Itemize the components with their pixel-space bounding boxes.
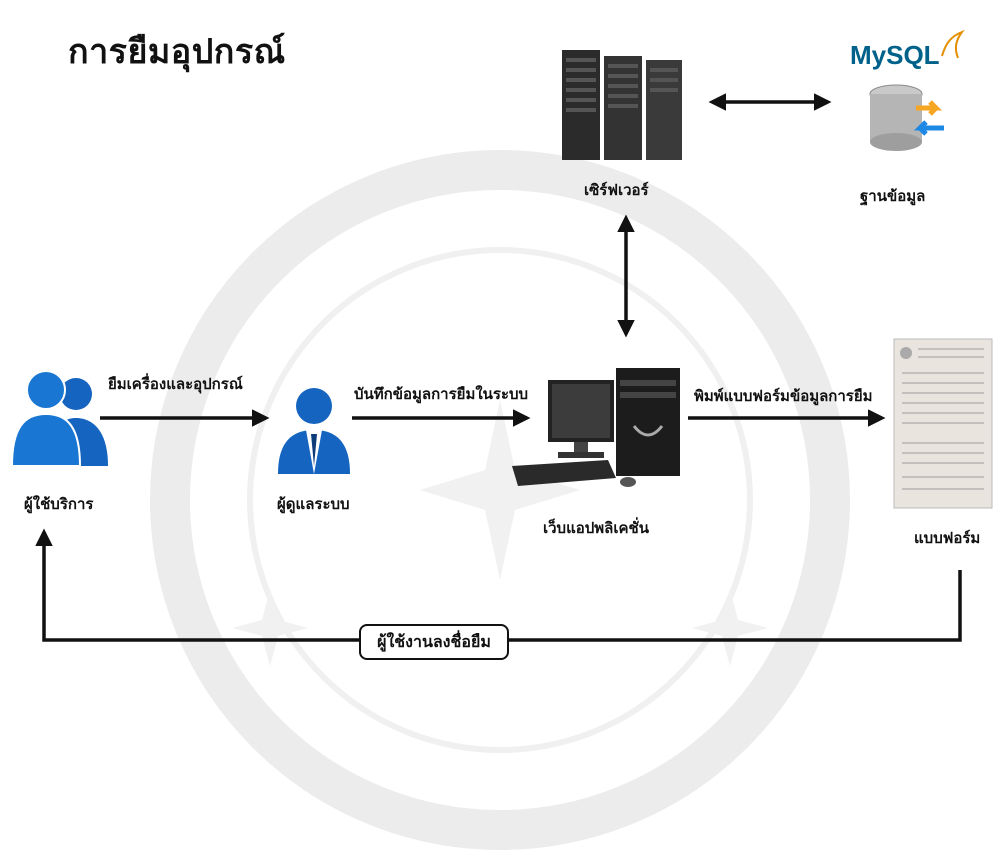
app-form-edge-label: พิมพ์แบบฟอร์มข้อมูลการยืม (694, 387, 873, 405)
client-users-icon (10, 370, 108, 467)
dolphin-icon (941, 30, 965, 59)
page-title: การยืมอุปกรณ์ (68, 32, 286, 72)
admin-label: ผู้ดูแลระบบ (277, 495, 350, 513)
database-icon (869, 84, 944, 151)
mysql-logo-text: MySQL (850, 40, 940, 70)
form-client-edge-label: ผู้ใช้งานลงชื่อยืม (359, 624, 509, 660)
web-app-label: เว็บแอปพลิเคชั่น (543, 519, 649, 537)
database-label: ฐานข้อมูล (860, 187, 926, 205)
mysql-logo: MySQL (850, 30, 965, 80)
server-rack-icon (562, 50, 682, 160)
flow-arrows (35, 93, 962, 642)
admin-user-icon (278, 388, 350, 474)
client-label: ผู้ใช้บริการ (24, 495, 94, 513)
desktop-computer-icon (512, 368, 680, 487)
paper-form-icon (893, 338, 993, 509)
client-admin-edge-label: ยืมเครื่องและอุปกรณ์ (108, 375, 243, 393)
form-label: แบบฟอร์ม (914, 529, 981, 547)
server-label: เซิร์ฟเวอร์ (584, 181, 649, 199)
admin-app-edge-label: บันทึกข้อมูลการยืมในระบบ (354, 385, 529, 403)
